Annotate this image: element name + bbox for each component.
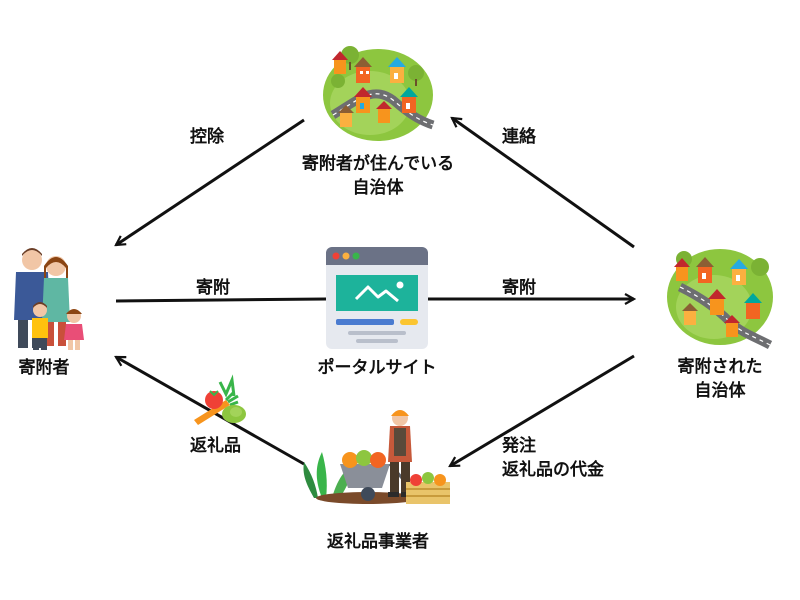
farmer-icon (303, 410, 450, 504)
website-icon (326, 247, 428, 349)
donation-left-label: 寄附 (196, 278, 230, 298)
donor-label: 寄附者 (18, 358, 70, 378)
deduction-arrow (116, 118, 305, 245)
gift-vendor-label: 返礼品事業者 (327, 532, 429, 552)
portal-site-label: ポータルサイト (317, 358, 437, 378)
resident-municipality-label: 寄附者が住んでいる 自治体 (270, 152, 486, 200)
contact-arrow (452, 118, 635, 249)
order-line1: 発注 (502, 436, 536, 456)
donated-municipality-line1: 寄附された (677, 357, 763, 377)
donation-left-line (115, 297, 327, 303)
family-icon (14, 248, 84, 350)
vegetables-icon (194, 374, 246, 425)
town-icon (323, 46, 435, 141)
town-icon (667, 249, 773, 349)
donated-municipality-line2: 自治体 (694, 381, 746, 401)
deduction-label: 控除 (190, 127, 224, 147)
return-gift-label: 返礼品 (190, 436, 241, 456)
donation-right-label: 寄附 (502, 278, 536, 298)
contact-label: 連絡 (502, 127, 536, 147)
resident-municipality-line2: 自治体 (352, 178, 404, 198)
order-label: 発注 返礼品の代金 (502, 434, 604, 482)
resident-municipality-line1: 寄附者が住んでいる (301, 154, 455, 174)
order-line2: 返礼品の代金 (502, 460, 604, 480)
donated-municipality-label: 寄附された 自治体 (658, 355, 782, 403)
order-arrow (450, 354, 635, 468)
